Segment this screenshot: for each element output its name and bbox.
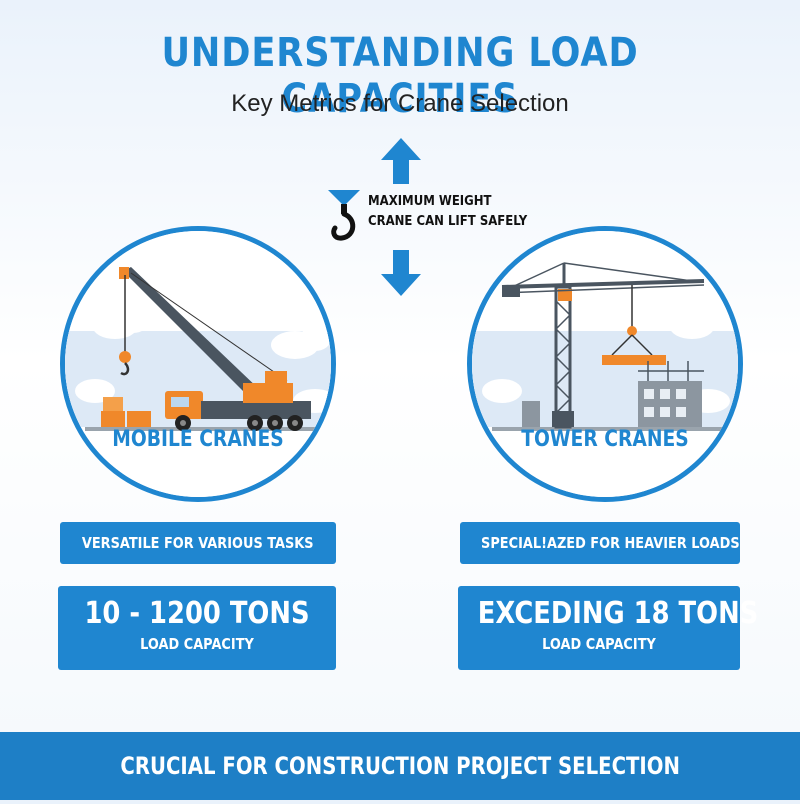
tower-cranes-tagline-text: SPECIAL!AZED FOR HEAVIER LOADS <box>481 534 740 552</box>
definition-line-2: CRANE CAN LIFT SAFELY <box>368 214 528 229</box>
mobile-cranes-capacity-value: 10 - 1200 TONS <box>84 596 310 631</box>
crane-hook-icon <box>328 190 360 241</box>
footer-banner: CRUCIAL FOR CONSTRUCTION PROJECT SELECTI… <box>0 732 800 800</box>
mobile-cranes-label: MOBILE CRANES <box>112 427 284 452</box>
page-title: UNDERSTANDING LOAD CAPACITIES <box>161 30 639 122</box>
tower-cranes-capacity-card: EXCEDING 18 TONS LOAD CAPACITY <box>458 586 759 670</box>
page-subtitle: Key Metrics for Crane Selection <box>231 90 569 117</box>
mobile-cranes-capacity-card: 10 - 1200 TONS LOAD CAPACITY <box>58 586 336 670</box>
arrow-up-icon <box>381 138 421 184</box>
definition-line-1: MAXIMUM WEIGHT <box>368 194 492 209</box>
arrow-down-icon <box>381 250 421 296</box>
tower-crane-illustration: TOWER CRANES <box>467 226 743 502</box>
mobile-cranes-tagline: VERSATILE FOR VARIOUS TASKS <box>60 522 336 564</box>
load-capacity-definition: MAXIMUM WEIGHT CRANE CAN LIFT SAFELY <box>368 192 548 232</box>
mobile-cranes-tagline-text: VERSATILE FOR VARIOUS TASKS <box>82 534 314 552</box>
tower-cranes-capacity-value: EXCEDING 18 TONS <box>477 596 759 631</box>
tower-cranes-label: TOWER CRANES <box>521 427 689 452</box>
tower-cranes-capacity-label: LOAD CAPACITY <box>542 635 656 653</box>
mobile-crane-illustration: MOBILE CRANES <box>60 226 336 502</box>
footer-text: CRUCIAL FOR CONSTRUCTION PROJECT SELECTI… <box>120 752 680 780</box>
mobile-cranes-capacity-label: LOAD CAPACITY <box>140 635 254 653</box>
tower-cranes-tagline: SPECIAL!AZED FOR HEAVIER LOADS <box>460 522 740 564</box>
